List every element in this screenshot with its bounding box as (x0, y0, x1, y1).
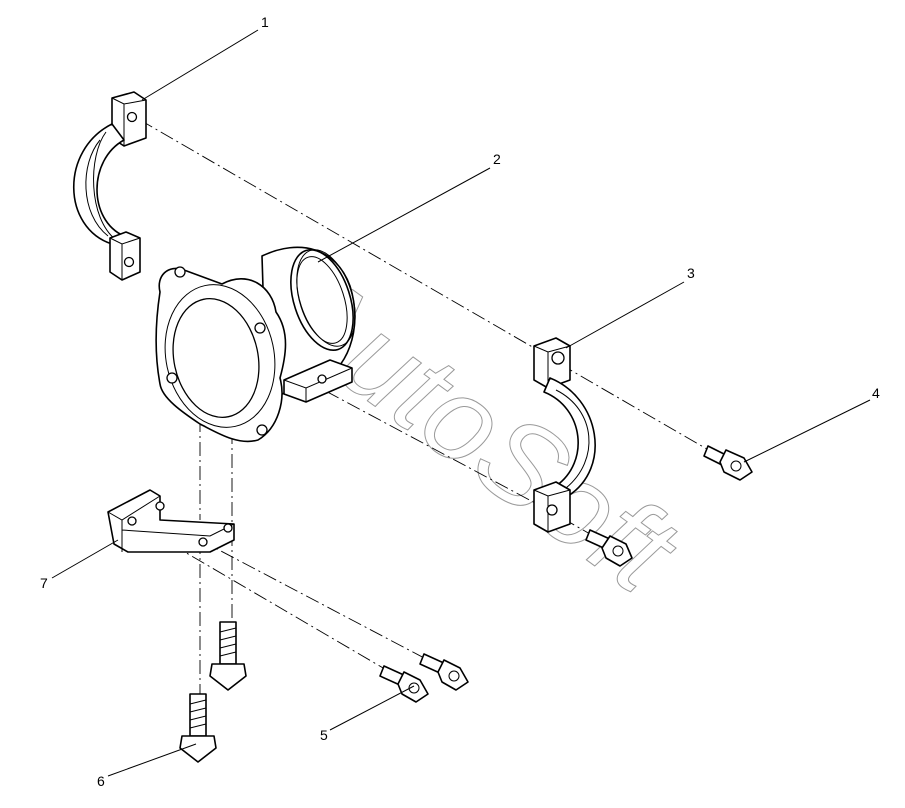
callout-2: 2 (493, 151, 501, 167)
bracket-bolt-side-rear (419, 653, 469, 691)
callout-6: 6 (97, 773, 105, 789)
callout-3: 3 (687, 265, 695, 281)
bracket-bolt-side-front (379, 665, 429, 703)
lower-clamp-half (533, 337, 596, 533)
callout-4: 4 (872, 385, 880, 401)
mounting-bracket (107, 489, 235, 553)
flanged-adapter (155, 246, 356, 443)
flange-bolt-clamp-upper (703, 445, 753, 481)
leader-lines (51, 29, 871, 777)
flange-bolt-clamp-lower (585, 529, 633, 567)
bracket-bolt-vertical-lower (179, 693, 217, 763)
callout-7: 7 (40, 575, 48, 591)
callout-5: 5 (320, 727, 328, 743)
bracket-bolt-vertical-upper (209, 621, 247, 691)
callout-1: 1 (261, 14, 269, 30)
upper-clamp-half (72, 91, 147, 281)
